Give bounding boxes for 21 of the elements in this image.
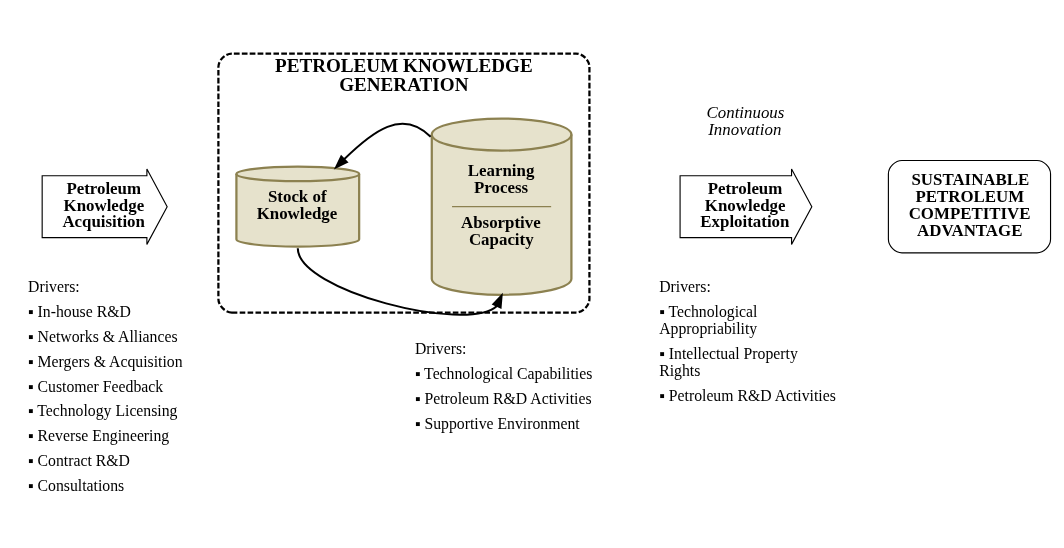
label: ▪ Technological Appropriability	[659, 302, 758, 337]
node-label: Continuous Innovation	[706, 102, 785, 139]
label: ▪ Reverse Engineering	[28, 426, 170, 444]
label: ▪ In-house R&D	[28, 302, 131, 320]
label: ▪ Contract R&D	[28, 451, 130, 469]
label: ▪ Supportive Environment	[414, 414, 580, 432]
label: Drivers:	[414, 339, 467, 357]
arrow	[333, 122, 432, 169]
label: ▪ Petroleum R&D Activities	[414, 389, 592, 407]
label: Drivers:	[28, 277, 80, 295]
label: ▪ Petroleum R&D Activities	[659, 386, 836, 404]
arrow	[296, 247, 503, 316]
label: ▪ Technology Licensing	[28, 401, 178, 419]
label: ▪ Consultations	[28, 476, 125, 494]
node-box: SUSTAINABLE PETROLEUM COMPETITIVE ADVANTAGE	[887, 159, 1052, 253]
label: ▪ Networks & Alliances	[28, 327, 178, 345]
label: ▪ Mergers & Acquisition	[28, 352, 183, 370]
label: ▪ Intellectual Property Rights	[659, 344, 798, 379]
label: ▪ Technological Capabilities	[414, 364, 593, 382]
label: ▪ Customer Feedback	[28, 377, 164, 395]
label: Drivers:	[659, 277, 711, 295]
